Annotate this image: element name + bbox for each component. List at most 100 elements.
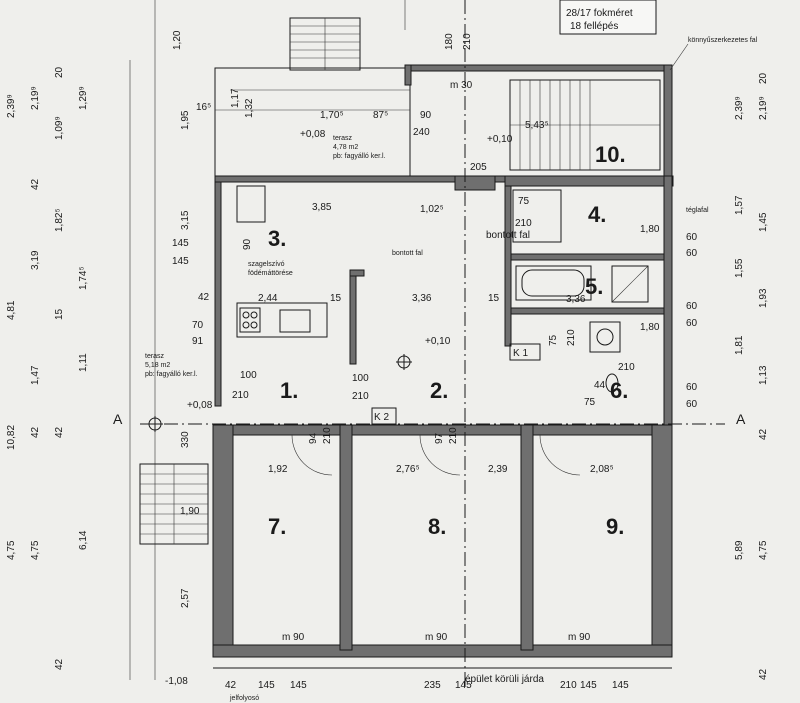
demolished-wall-2: bontott fal	[486, 230, 530, 241]
svg-text:90: 90	[420, 110, 432, 121]
svg-text:15: 15	[330, 293, 342, 304]
stairs-top	[289, 17, 361, 71]
svg-text:210: 210	[566, 329, 577, 346]
svg-text:1,32: 1,32	[244, 98, 255, 118]
window-m90-8: m 90	[425, 632, 448, 643]
svg-text:16⁵: 16⁵	[196, 102, 211, 113]
svg-text:1,47: 1,47	[30, 365, 41, 385]
svg-text:235: 235	[424, 680, 441, 691]
top-dimensions: 1,20 180 210	[172, 30, 473, 50]
svg-text:4,75: 4,75	[30, 540, 41, 560]
svg-text:210: 210	[560, 680, 577, 691]
svg-text:15: 15	[54, 308, 65, 320]
demolished-wall-1: bontott fal	[392, 250, 423, 257]
svg-text:1,45: 1,45	[758, 212, 769, 232]
room-7-number: 7.	[268, 514, 286, 539]
svg-text:60: 60	[686, 382, 698, 393]
svg-text:1,02⁵: 1,02⁵	[420, 204, 444, 215]
svg-text:1,80: 1,80	[640, 224, 660, 235]
svg-text:90: 90	[242, 238, 253, 250]
right-dimensions: 2,39⁹ 2,19⁹ 20 1,57 1,45 1,55 1,93 1,81 …	[734, 72, 769, 680]
room-4: 4. 75 210 1,80 60 60	[510, 189, 698, 261]
section-a-left: A	[113, 411, 123, 427]
svg-text:2,76⁵: 2,76⁵	[396, 464, 420, 475]
misc-dimensions: 1,32 1,17 90 94 210 97 210 75 210	[230, 88, 577, 444]
walkway-label: épület körüli járda	[465, 674, 544, 685]
svg-text:42: 42	[758, 668, 769, 680]
svg-text:100: 100	[240, 370, 257, 381]
level-hall: +0,10	[425, 336, 451, 347]
stairs-left: 1,90	[139, 463, 209, 545]
terrace1-floor: pb: fagyálló ker.l.	[333, 153, 386, 160]
terrace1-label: terasz	[333, 135, 353, 142]
svg-text:70: 70	[192, 320, 204, 331]
svg-text:4,75: 4,75	[758, 540, 769, 560]
svg-text:1,17: 1,17	[230, 88, 241, 108]
walkway: épület körüli járda -1,08 jelfolyosó 42 …	[165, 667, 672, 702]
svg-text:1,95: 1,95	[180, 110, 191, 130]
svg-text:60: 60	[686, 318, 698, 329]
svg-text:97: 97	[434, 432, 445, 444]
svg-text:2,57: 2,57	[180, 588, 191, 608]
room-9-number: 9.	[606, 514, 624, 539]
svg-text:1,92: 1,92	[268, 464, 288, 475]
room-8-number: 8.	[428, 514, 446, 539]
stairwell-room-10: 10. 5,43⁵ m 30 +0,10 205	[404, 64, 673, 178]
svg-text:42: 42	[30, 178, 41, 190]
room-4-number: 4.	[588, 202, 606, 227]
svg-text:42: 42	[30, 426, 41, 438]
svg-text:42: 42	[198, 292, 210, 303]
svg-text:20: 20	[54, 66, 65, 78]
room-5-number: 5.	[585, 274, 603, 299]
svg-text:1,13: 1,13	[758, 365, 769, 385]
svg-text:210: 210	[448, 427, 459, 444]
room-6-number: 6.	[610, 378, 628, 403]
terrace2-label: terasz	[145, 353, 165, 360]
light-wall-note: könnyűszerkezetes fal	[688, 37, 758, 44]
closet-k1: K 1	[513, 348, 528, 359]
svg-text:205: 205	[470, 162, 487, 173]
room-3: 3. 3,85 1,02⁵ szagelszívó födémáttörése …	[236, 185, 530, 365]
svg-text:42: 42	[758, 428, 769, 440]
svg-text:1,11: 1,11	[78, 353, 89, 372]
svg-text:44: 44	[594, 380, 606, 391]
svg-text:4,75: 4,75	[6, 540, 17, 560]
svg-text:42: 42	[54, 426, 65, 438]
svg-text:145: 145	[258, 680, 275, 691]
room-5-bathroom: 5. 3,36 1,80 60 60	[510, 265, 698, 333]
svg-text:3,36: 3,36	[412, 293, 432, 304]
svg-text:210: 210	[232, 390, 249, 401]
svg-text:145: 145	[172, 238, 189, 249]
svg-text:3,19: 3,19	[30, 250, 41, 270]
svg-text:4,81: 4,81	[6, 300, 17, 320]
terrace1-area: 4,78 m2	[333, 144, 358, 151]
svg-text:210: 210	[462, 33, 473, 50]
svg-text:145: 145	[172, 256, 189, 267]
window-m90-9: m 90	[568, 632, 591, 643]
svg-text:94: 94	[308, 432, 319, 444]
svg-text:75: 75	[548, 334, 559, 346]
svg-text:1,55: 1,55	[734, 258, 745, 278]
svg-text:240: 240	[413, 127, 430, 138]
svg-text:210: 210	[618, 362, 635, 373]
svg-text:75: 75	[584, 397, 596, 408]
svg-text:42: 42	[54, 658, 65, 670]
level-terrace1: +0,08	[300, 129, 326, 140]
svg-text:210: 210	[352, 391, 369, 402]
level-terrace2: +0,08	[187, 400, 213, 411]
exterior-walls	[212, 175, 674, 658]
level-walkway: -1,08	[165, 676, 188, 687]
svg-text:210: 210	[515, 218, 532, 229]
svg-text:210: 210	[322, 427, 333, 444]
svg-text:20: 20	[758, 72, 769, 84]
svg-text:3,15: 3,15	[180, 210, 191, 230]
svg-text:1,90: 1,90	[180, 506, 200, 517]
svg-text:2,19⁹: 2,19⁹	[758, 96, 769, 120]
stair-m30: m 30	[450, 80, 473, 91]
marker-note: jelfolyosó	[229, 695, 259, 702]
terrace2-area: 5,18 m2	[145, 362, 170, 369]
svg-text:100: 100	[352, 373, 369, 384]
svg-text:2,39: 2,39	[488, 464, 508, 475]
svg-text:5,89: 5,89	[734, 540, 745, 560]
